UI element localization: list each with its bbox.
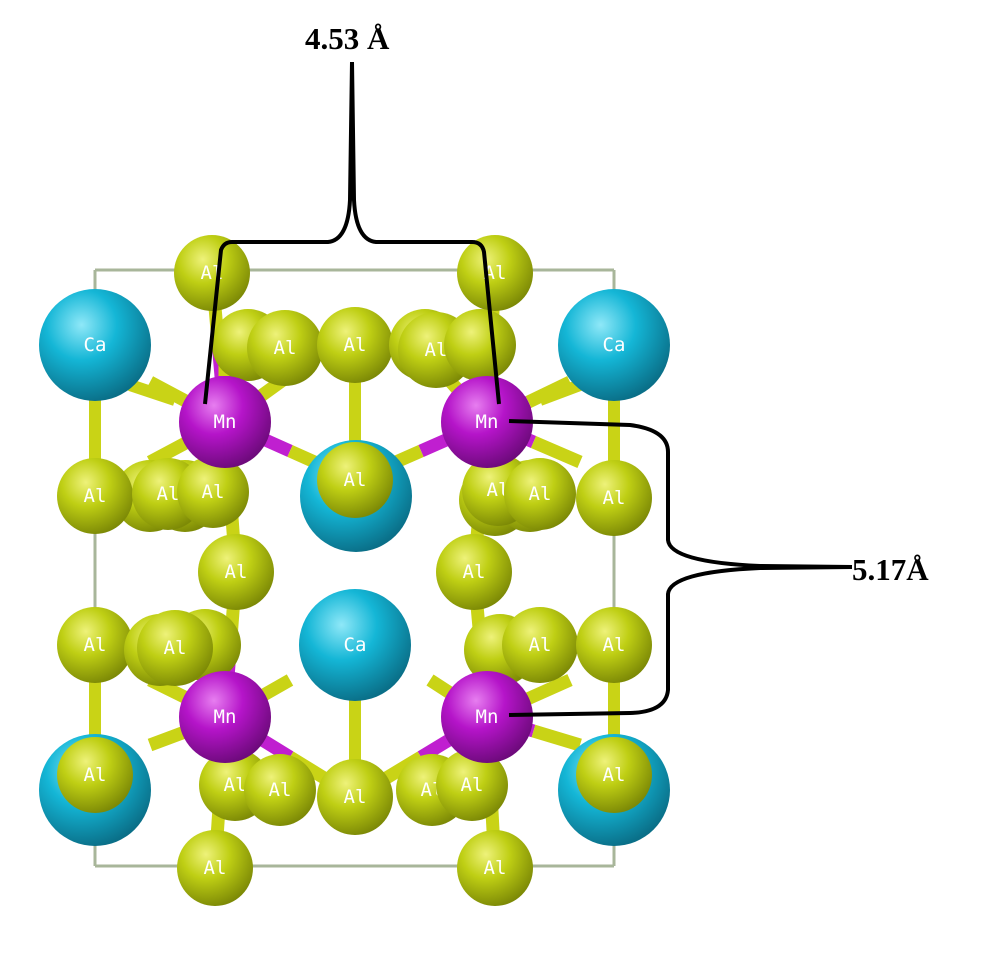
mn-mn-vertical-distance-label: 5.17Å	[852, 552, 929, 587]
atom-label: Al	[164, 637, 187, 659]
atom-label: Al	[225, 561, 248, 583]
atom-label: Al	[84, 485, 107, 507]
bond	[530, 436, 583, 468]
atom-label: Al	[529, 483, 552, 505]
bond	[128, 379, 177, 406]
mn-mn-horizontal-distance-label: 4.53 Å	[305, 21, 390, 56]
aluminum-atom: Al	[177, 456, 249, 528]
atom-label: Al	[224, 774, 247, 796]
atom-label: Al	[529, 634, 552, 656]
aluminum-atom: Al	[457, 830, 533, 906]
atom-label: Mn	[476, 411, 499, 433]
atom-label: Al	[603, 487, 626, 509]
atom-label: Al	[202, 481, 225, 503]
atom-label: Al	[603, 764, 626, 786]
manganese-atom: Mn	[441, 376, 533, 468]
atom-label: Al	[487, 479, 510, 501]
aluminum-atom: Al	[504, 458, 576, 530]
atom-label: Al	[463, 561, 486, 583]
atom-label: Al	[84, 764, 107, 786]
aluminum-atom: Al	[317, 442, 393, 518]
aluminum-atom: Al	[57, 458, 133, 534]
aluminum-atom: Al	[436, 749, 508, 821]
atom-label: Al	[344, 334, 367, 356]
atom-label: Al	[603, 634, 626, 656]
aluminum-atom: Al	[576, 607, 652, 683]
mn-mn-horizontal-bracket	[203, 61, 501, 405]
aluminum-atom: Al	[244, 754, 316, 826]
distance-brackets	[203, 61, 853, 717]
atom-label: Al	[274, 337, 297, 359]
bond	[147, 724, 190, 752]
aluminum-atom: Al	[137, 610, 213, 686]
atom-label: Ca	[84, 334, 107, 356]
atom-label: Mn	[214, 411, 237, 433]
aluminum-atom	[444, 309, 516, 381]
bond	[146, 436, 191, 468]
aluminum-atom: Al	[174, 235, 250, 311]
atom-label: Al	[84, 634, 107, 656]
calcium-atom: Ca	[299, 589, 411, 701]
aluminum-atom: Al	[198, 534, 274, 610]
manganese-atom: Mn	[441, 671, 533, 763]
aluminum-atom: Al	[576, 460, 652, 536]
aluminum-atom: Al	[317, 307, 393, 383]
aluminum-atom: Al	[457, 235, 533, 311]
atom-label: Al	[344, 786, 367, 808]
aluminum-atom: Al	[247, 310, 323, 386]
calcium-atom: Ca	[558, 289, 670, 401]
manganese-atom: Mn	[179, 376, 271, 468]
aluminum-atom: Al	[576, 737, 652, 813]
atom-label: Al	[269, 779, 292, 801]
atom-label: Al	[204, 857, 227, 879]
manganese-atom: Mn	[179, 671, 271, 763]
mn-mn-vertical-bracket	[508, 419, 853, 717]
aluminum-atom: Al	[317, 759, 393, 835]
bond	[525, 674, 573, 705]
bond	[537, 379, 583, 406]
atom-label: Mn	[214, 706, 237, 728]
calcium-atom: Ca	[39, 289, 151, 401]
atom-label: Al	[157, 483, 180, 505]
atom-label: Mn	[476, 706, 499, 728]
aluminum-atom: Al	[177, 830, 253, 906]
aluminum-atom: Al	[57, 607, 133, 683]
atom-label: Al	[484, 262, 507, 284]
aluminum-atom: Al	[436, 534, 512, 610]
atom-label: Ca	[344, 634, 367, 656]
atom-label: Al	[461, 774, 484, 796]
atom-label: Al	[425, 339, 448, 361]
aluminum-atom: Al	[57, 737, 133, 813]
bond	[531, 724, 582, 752]
atom-label: Ca	[603, 334, 626, 356]
aluminum-atom: Al	[502, 607, 578, 683]
atom-label: Al	[344, 469, 367, 491]
atom-label: Al	[484, 857, 507, 879]
